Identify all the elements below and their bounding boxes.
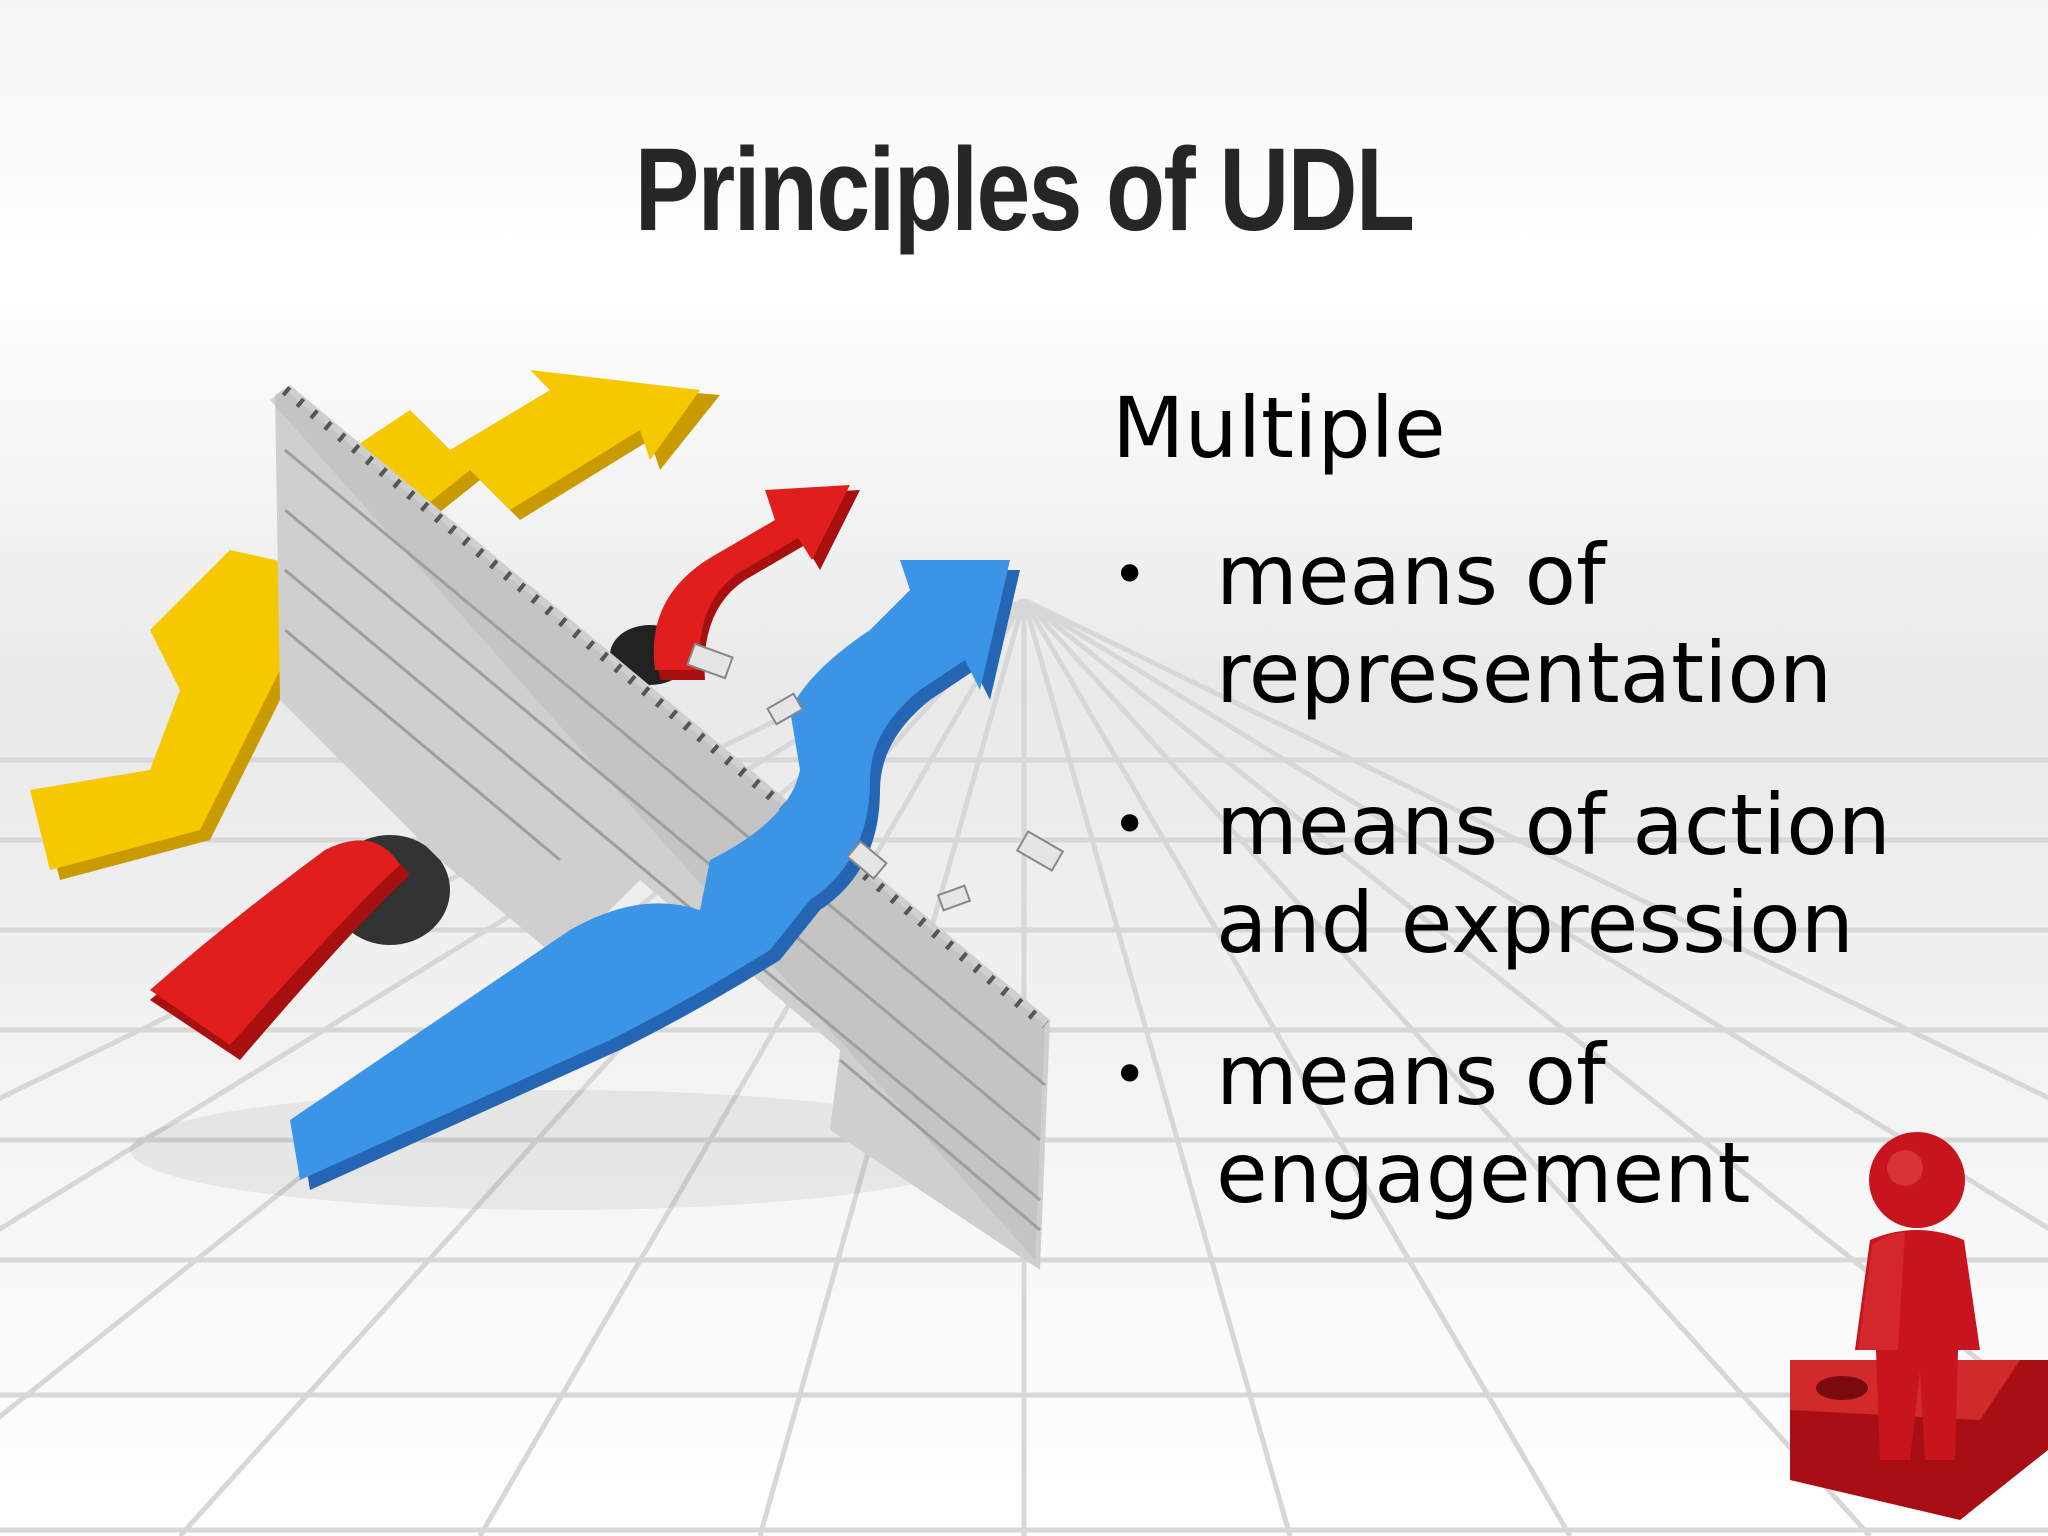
body-text: Multiple • means of representation • mea…	[1112, 378, 2012, 1276]
blue-arrow-icon	[290, 560, 1020, 1190]
slide-title: Principles of UDL	[634, 124, 1415, 256]
bullet-item: • means of engagement	[1112, 1026, 2012, 1222]
red-arrow-stub-icon	[150, 835, 450, 1060]
bullet-dot: •	[1112, 1040, 1148, 1110]
red-person-figure-icon	[1790, 1132, 2048, 1520]
bullet-text: means of engagement	[1216, 1026, 1751, 1222]
red-arrow-icon	[610, 485, 860, 685]
arrows-wall-illustration	[30, 370, 1065, 1270]
bullet-dot: •	[1112, 790, 1148, 860]
bullet-text: means of action and expression	[1216, 776, 1891, 972]
intro-text: Multiple	[1112, 379, 1446, 477]
bullet-item: • means of representation	[1112, 526, 2012, 722]
bullet-item: • means of action and expression	[1112, 776, 2012, 972]
brick-wall-icon	[270, 385, 1050, 1270]
bullet-text: means of representation	[1216, 526, 1833, 722]
bullet-dot: •	[1112, 540, 1148, 610]
